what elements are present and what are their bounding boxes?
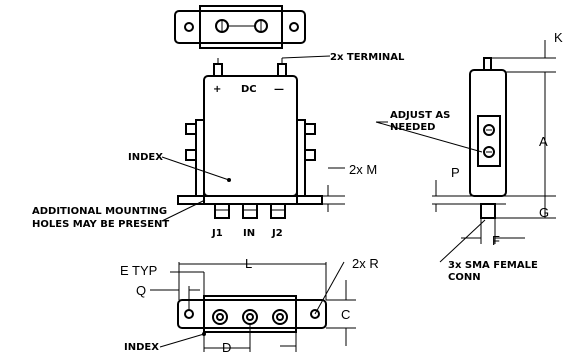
dim-g-label: G — [539, 205, 549, 220]
dim-d-label: D — [222, 340, 231, 355]
dim-k-label: K — [554, 30, 563, 45]
j1-label: J1 — [211, 228, 223, 239]
sma-label-line2: CONN — [448, 272, 481, 283]
top-view — [174, 5, 306, 49]
bottom-view — [177, 295, 327, 336]
dim-m-label: 2x M — [349, 162, 377, 177]
adjust-label-line1: ADJUST AS — [390, 110, 450, 121]
minus-label: — — [274, 84, 284, 95]
index-front-label: INDEX — [128, 152, 163, 163]
dim-l-label: L — [245, 256, 252, 271]
dim-p-label: P — [451, 165, 460, 180]
index-bottom-label: INDEX — [124, 342, 159, 353]
plus-label: + — [213, 84, 221, 95]
sma-label-line1: 3x SMA FEMALE — [448, 260, 538, 271]
j2-label: J2 — [271, 228, 283, 239]
in-label: IN — [243, 228, 255, 239]
dim-q-label: Q — [136, 283, 146, 298]
terminal-label: 2x TERMINAL — [330, 52, 405, 63]
mounting-label-line1: ADDITIONAL MOUNTING — [32, 206, 167, 217]
side-view — [469, 57, 507, 219]
dim-e-label: E TYP — [120, 263, 157, 278]
dc-label: DC — [241, 84, 257, 95]
dim-c-label: C — [341, 307, 350, 322]
dim-f-label: F — [492, 233, 500, 248]
dim-r-label: 2x R — [352, 256, 379, 271]
mounting-label-line2: HOLES MAY BE PRESENT — [32, 219, 169, 230]
dim-a-label: A — [539, 134, 548, 149]
adjust-label-line2: NEEDED — [390, 122, 435, 133]
front-view — [177, 58, 323, 219]
